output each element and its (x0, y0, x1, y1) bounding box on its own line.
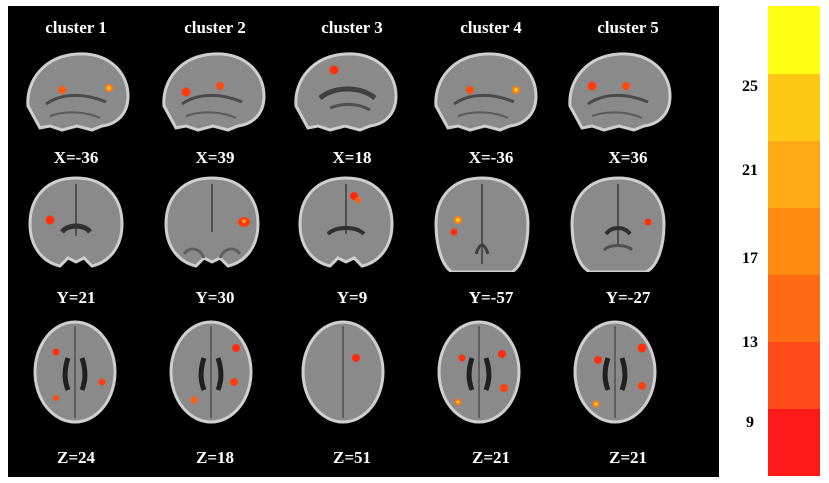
colorbar-segment (768, 341, 820, 410)
axial-slice-cluster-1 (33, 320, 117, 424)
sagittal-slice-cluster-4 (434, 52, 538, 132)
sagittal-slice-cluster-2 (162, 52, 266, 132)
coordinate-label: X=-36 (53, 148, 99, 167)
cluster-title-5: cluster 5 (597, 18, 659, 37)
colorbar-tick-label: 13 (742, 334, 758, 351)
coordinate-label: Y=21 (56, 288, 96, 307)
colorbar (768, 6, 820, 477)
cluster-title-1: cluster 1 (45, 18, 107, 37)
colorbar-segment (768, 274, 820, 343)
colorbar-tick-label: 9 (746, 414, 754, 431)
coordinate-label: Z=21 (471, 448, 511, 467)
axial-slice-cluster-4 (437, 320, 521, 424)
coronal-slice-cluster-1 (28, 176, 124, 268)
coordinate-label: X=39 (195, 148, 235, 167)
coronal-slice-cluster-2 (164, 176, 260, 268)
cluster-title-2: cluster 2 (184, 18, 246, 37)
colorbar-segment (768, 73, 820, 141)
colorbar-tick-label: 21 (742, 162, 758, 179)
coordinate-label: Y=30 (195, 288, 235, 307)
colorbar-segment (768, 207, 820, 276)
coordinate-label: Z=24 (56, 448, 96, 467)
colorbar-tick-label: 25 (742, 78, 758, 95)
coordinate-label: X=36 (608, 148, 648, 167)
coordinate-label: Y=-57 (468, 288, 514, 307)
colorbar-segment (768, 6, 820, 74)
coordinate-label: X=-36 (468, 148, 514, 167)
coordinate-label: Z=51 (332, 448, 372, 467)
coronal-slice-cluster-5 (570, 176, 666, 272)
colorbar-tick-label: 17 (742, 250, 758, 267)
coronal-slice-cluster-4 (434, 176, 530, 272)
cluster-title-4: cluster 4 (460, 18, 522, 37)
coordinate-label: Z=21 (608, 448, 648, 467)
cluster-title-3: cluster 3 (321, 18, 383, 37)
sagittal-slice-cluster-1 (26, 52, 130, 132)
coordinate-label: Y=9 (336, 288, 368, 307)
colorbar-segment (768, 140, 820, 208)
sagittal-slice-cluster-5 (568, 52, 672, 132)
sagittal-slice-cluster-3 (294, 52, 398, 132)
brain-slices-panel: cluster 1 cluster 2 cluster 3 cluster 4 … (8, 6, 719, 477)
axial-slice-cluster-5 (573, 320, 657, 424)
axial-slice-cluster-2 (169, 320, 253, 424)
axial-slice-cluster-3 (301, 320, 385, 424)
coordinate-label: X=18 (332, 148, 372, 167)
colorbar-segment (768, 408, 820, 477)
coordinate-label: Y=-27 (605, 288, 651, 307)
coronal-slice-cluster-3 (298, 176, 394, 268)
coordinate-label: Z=18 (195, 448, 235, 467)
